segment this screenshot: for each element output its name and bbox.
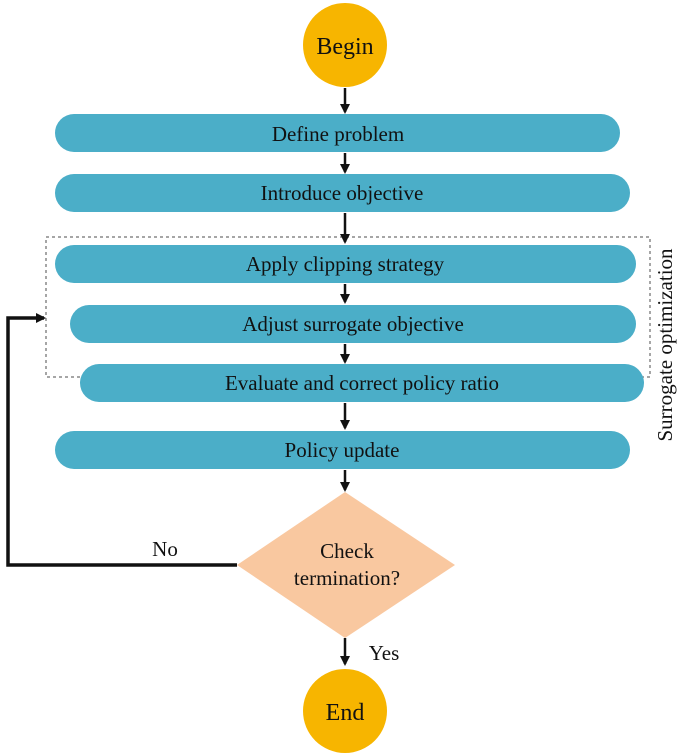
adjust-surrogate-node <box>70 305 636 343</box>
adjust-surrogate-label: Adjust surrogate objective <box>242 312 464 336</box>
policy-update-node <box>55 431 630 469</box>
no-label: No <box>152 537 178 561</box>
arrow-no-loop <box>6 313 237 567</box>
begin-label: Begin <box>316 34 373 60</box>
introduce-objective-node <box>55 174 630 212</box>
evaluate-ratio-node <box>80 364 644 402</box>
define-problem-node <box>55 114 620 152</box>
apply-clipping-node <box>55 245 636 283</box>
policy-update-label: Policy update <box>285 438 400 462</box>
define-problem-label: Define problem <box>272 122 404 146</box>
end-node <box>303 669 387 753</box>
check-label-line1: Check <box>320 539 374 563</box>
yes-label: Yes <box>369 641 400 665</box>
surrogate-group-label: Surrogate optimization <box>653 248 677 442</box>
end-label: End <box>326 700 365 726</box>
begin-node <box>303 3 387 87</box>
check-label-line2: termination? <box>294 566 400 590</box>
check-termination-node <box>237 492 455 638</box>
evaluate-ratio-label: Evaluate and correct policy ratio <box>225 371 499 395</box>
introduce-objective-label: Introduce objective <box>261 181 424 205</box>
apply-clipping-label: Apply clipping strategy <box>246 252 445 276</box>
